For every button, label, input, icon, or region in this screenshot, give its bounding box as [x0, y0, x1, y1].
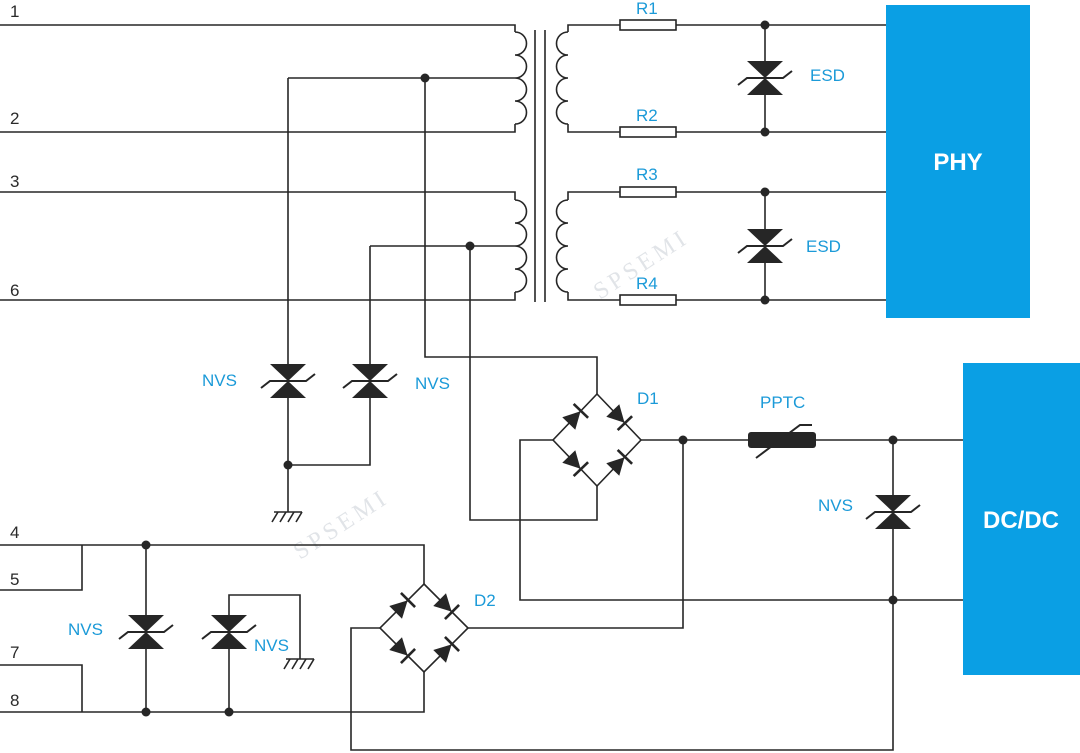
junction-dot [224, 707, 234, 717]
nvs-lower-left-diode [118, 614, 174, 650]
esd-upper-diode [737, 60, 793, 96]
d1-label: D1 [637, 389, 659, 408]
junction-dot [141, 540, 151, 550]
dcdc-block [963, 363, 1080, 675]
esd-lower-diode [737, 228, 793, 264]
wire-sec-lower-top [567, 191, 886, 200]
watermark-lower: SPSEMI [289, 484, 394, 565]
r4-label: R4 [636, 274, 658, 293]
junction-dot [888, 595, 898, 605]
wire-line-7 [0, 664, 83, 712]
phy-label: PHY [933, 149, 982, 176]
junction-dot [465, 241, 475, 251]
pptc-fuse [748, 432, 816, 448]
esd-lower-label: ESD [806, 237, 841, 256]
transformer-primary-coil-lower [514, 199, 528, 293]
wire-d1-negative [519, 439, 963, 601]
d1-bridge-outline [551, 392, 643, 488]
d2-label: D2 [474, 591, 496, 610]
junction-dot [760, 127, 770, 137]
pin-6-label: 6 [10, 281, 19, 300]
ground-upper-icon [271, 511, 303, 523]
nvs-right-label: NVS [818, 496, 853, 515]
junction-dot [141, 707, 151, 717]
resistor-r3 [619, 186, 677, 198]
junction-dot [283, 460, 293, 470]
wire-line-6 [0, 292, 516, 301]
nvs-right-diode [865, 494, 921, 530]
junction-dots [141, 20, 898, 717]
r1-label: R1 [636, 0, 658, 18]
wire-sec-lower-bottom [567, 292, 886, 301]
wire-line-5 [0, 545, 83, 591]
pptc-slash [755, 424, 812, 459]
nvs-lower-right-diode [201, 614, 257, 650]
nvs-upper-right-wire [288, 246, 371, 466]
nvs-right-wire [350, 440, 894, 751]
nvs-upper-left-label: NVS [202, 371, 237, 390]
junction-dot [888, 435, 898, 445]
wire-ct-lower-to-d1 [469, 246, 598, 521]
nvs-upper-left-diode [260, 363, 316, 399]
transformer-primary-coil-upper [514, 31, 528, 125]
pin-5-label: 5 [10, 570, 19, 589]
nvs-lower-left-label: NVS [68, 620, 103, 639]
pptc-label: PPTC [760, 393, 805, 412]
resistor-r4 [619, 294, 677, 306]
wire-line-4 [0, 544, 425, 584]
wire-d1-to-d2 [468, 440, 684, 629]
nvs-upper-right-label: NVS [415, 374, 450, 393]
wire-line-3 [0, 191, 516, 200]
wire-line-1 [0, 24, 516, 32]
pin-3-label: 3 [10, 172, 19, 191]
pin-2-label: 2 [10, 109, 19, 128]
esd-upper-label: ESD [810, 66, 845, 85]
nvs-lower-right-wire [228, 594, 301, 712]
phy-block [886, 5, 1030, 318]
r3-label: R3 [636, 165, 658, 184]
r2-label: R2 [636, 106, 658, 125]
nvs-upper-right-diode [342, 363, 398, 399]
junction-dot [760, 20, 770, 30]
wire-sec-upper-bottom [567, 124, 886, 133]
pin-1-label: 1 [10, 2, 19, 21]
junction-dot [760, 187, 770, 197]
transformer-secondary-coil-upper [555, 31, 569, 125]
d2-bridge-outline [378, 582, 470, 674]
junction-dot [420, 73, 430, 83]
junction-dot [678, 435, 688, 445]
wire-line-8 [0, 672, 425, 713]
junction-dot [760, 295, 770, 305]
transformer-secondary-coil-lower [555, 199, 569, 293]
resistor-r2 [619, 126, 677, 138]
nvs-lower-right-label: NVS [254, 636, 289, 655]
dcdc-label: DC/DC [983, 507, 1059, 534]
pin-7-label: 7 [10, 643, 19, 662]
pin-4-label: 4 [10, 523, 19, 542]
pin-8-label: 8 [10, 691, 19, 710]
wire-line-2 [0, 124, 516, 133]
ground-lower-icon [283, 658, 315, 670]
resistor-r1 [619, 19, 677, 31]
wire-sec-upper-top [567, 24, 886, 32]
wire-ct-upper-to-d1 [424, 78, 598, 394]
